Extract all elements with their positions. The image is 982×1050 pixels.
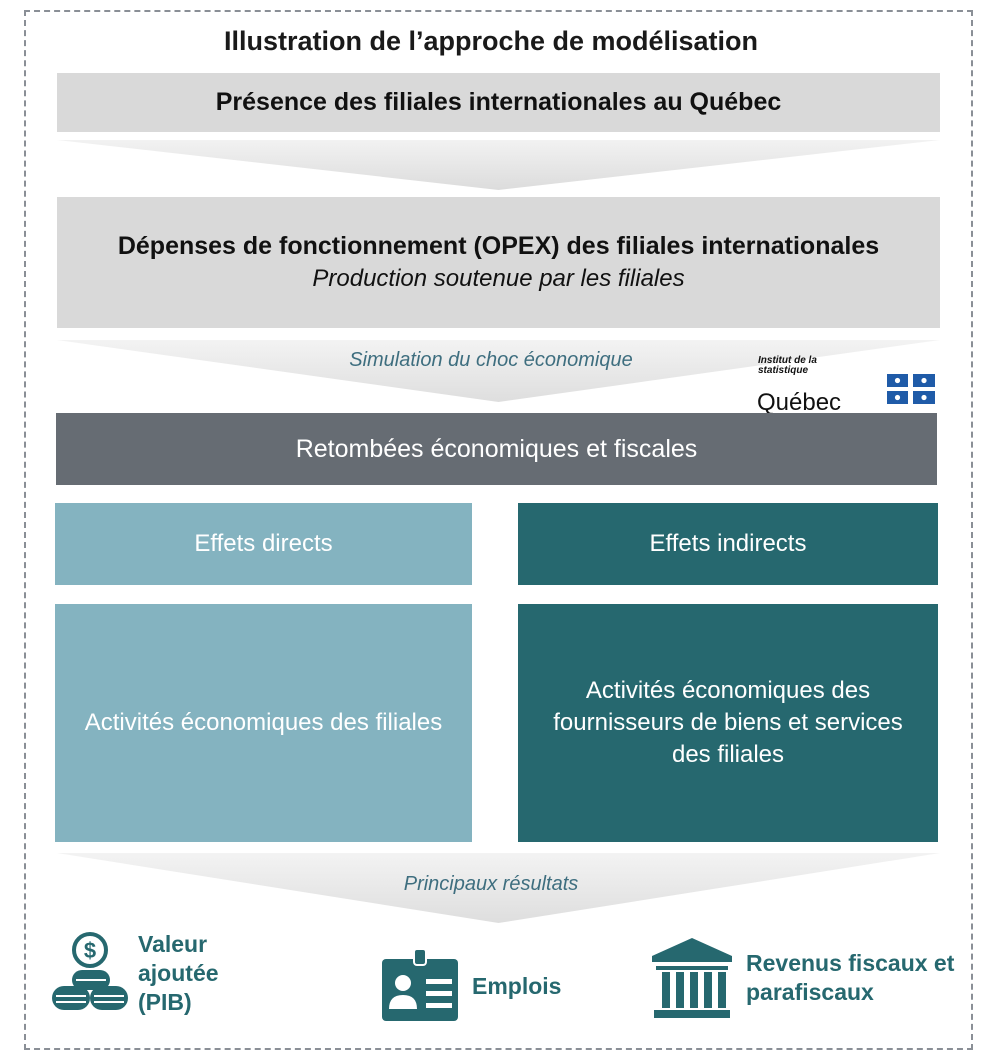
step-opex-subtitle: Production soutenue par les filiales	[312, 264, 685, 292]
logo-quebec-text: Québec	[757, 389, 842, 416]
quebec-flag-icon	[887, 374, 935, 404]
direct-effects-label: Effets directs	[194, 530, 333, 557]
result-jobs-label: Emplois	[472, 972, 562, 999]
simulation-label: Simulation du choc économique	[349, 349, 633, 371]
id-badge-icon	[382, 949, 458, 1021]
down-arrow-1	[57, 140, 940, 190]
impacts-title: Retombées économiques et fiscales	[295, 434, 698, 463]
svg-text:$: $	[84, 938, 96, 963]
result-value-added: $ Valeur ajoutée (PIB)	[46, 926, 316, 1020]
results-label: Principaux résultats	[403, 873, 579, 895]
logo-institute-text: Institut de la statistique	[758, 355, 817, 376]
result-jobs: Emplois	[378, 946, 598, 1026]
indirect-effects-header: Effets indirects	[518, 503, 938, 585]
direct-effects-header: Effets directs	[55, 503, 472, 585]
government-building-icon	[652, 938, 732, 1018]
result-tax-revenue: Revenus fiscaux et parafiscaux	[650, 932, 970, 1024]
down-arrow-2	[57, 340, 940, 402]
indirect-effects-label: Effets indirects	[649, 530, 807, 557]
step-presence-box: Présence des filiales internationales au…	[57, 73, 940, 132]
indirect-effects-text: Activités économiques des fournisseurs d…	[553, 677, 903, 768]
step-opex-box: Dépenses de fonctionnement (OPEX) des fi…	[57, 197, 940, 328]
result-value-added-label: Valeur ajoutée (PIB)	[138, 930, 219, 1015]
step-presence-label: Présence des filiales internationales au…	[215, 88, 782, 116]
isq-logo: Institut de la statistique Québec	[757, 356, 937, 426]
diagram-title: Illustration de l’approche de modélisati…	[223, 26, 759, 56]
direct-effects-box: Activités économiques des filiales	[55, 604, 472, 842]
result-tax-revenue-label: Revenus fiscaux et parafiscaux	[746, 950, 955, 1005]
step-opex-title: Dépenses de fonctionnement (OPEX) des fi…	[117, 231, 880, 260]
coins-dollar-icon: $	[52, 932, 128, 1010]
direct-effects-text: Activités économiques des filiales	[84, 709, 443, 736]
indirect-effects-box: Activités économiques des fournisseurs d…	[518, 604, 938, 842]
impacts-header-bar: Retombées économiques et fiscales	[56, 413, 937, 485]
down-arrow-3	[57, 853, 940, 923]
